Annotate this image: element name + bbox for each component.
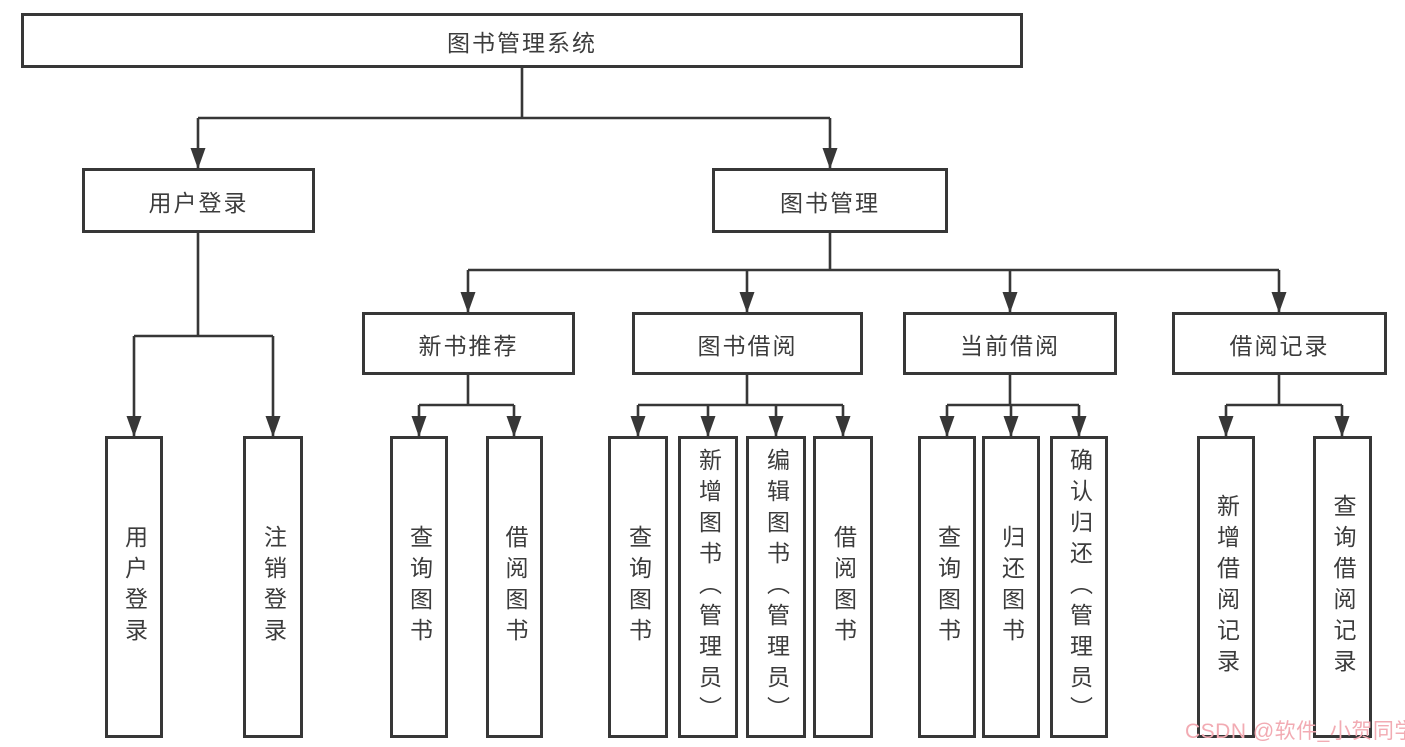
leaf-current-query-books: 查询图书	[918, 436, 976, 738]
leaf-borrowing-add-books-admin: 新增图书（管理员）	[678, 436, 738, 738]
connector-book-management-to-level3	[468, 233, 1279, 272]
leaf-records-add-record: 新增借阅记录	[1197, 436, 1255, 738]
connector-new-book-recommend-to-leaves	[419, 375, 514, 407]
node-book-management: 图书管理	[712, 168, 948, 233]
leaf-borrowing-query-books: 查询图书	[608, 436, 668, 738]
connector-borrowing-records-to-leaves	[1226, 375, 1342, 407]
node-book-borrowing: 图书借阅	[632, 312, 863, 375]
leaf-current-return-books: 归还图书	[982, 436, 1040, 738]
leaf-recommend-query-books: 查询图书	[390, 436, 448, 738]
node-current-borrowing: 当前借阅	[903, 312, 1117, 375]
leaf-records-query-record: 查询借阅记录	[1313, 436, 1372, 738]
node-user-login: 用户登录	[82, 168, 315, 233]
node-root: 图书管理系统	[21, 13, 1023, 68]
leaf-logout: 注销登录	[243, 436, 303, 738]
connector-user-login-to-leaves	[134, 233, 273, 338]
leaf-recommend-borrow-books: 借阅图书	[486, 436, 543, 738]
connector-current-borrowing-to-leaves	[947, 375, 1079, 407]
leaf-borrowing-borrow-books: 借阅图书	[813, 436, 873, 738]
leaf-current-confirm-return-admin: 确认归还（管理员）	[1050, 436, 1108, 738]
node-new-book-recommend: 新书推荐	[362, 312, 575, 375]
connector-root-to-level2	[198, 68, 830, 120]
csdn-watermark: CSDN @软件_小贺同学	[1185, 720, 1405, 743]
connector-book-borrowing-to-leaves	[638, 375, 843, 407]
leaf-borrowing-edit-books-admin: 编辑图书（管理员）	[746, 436, 806, 738]
leaf-user-login: 用户登录	[105, 436, 163, 738]
node-borrowing-records: 借阅记录	[1172, 312, 1387, 375]
